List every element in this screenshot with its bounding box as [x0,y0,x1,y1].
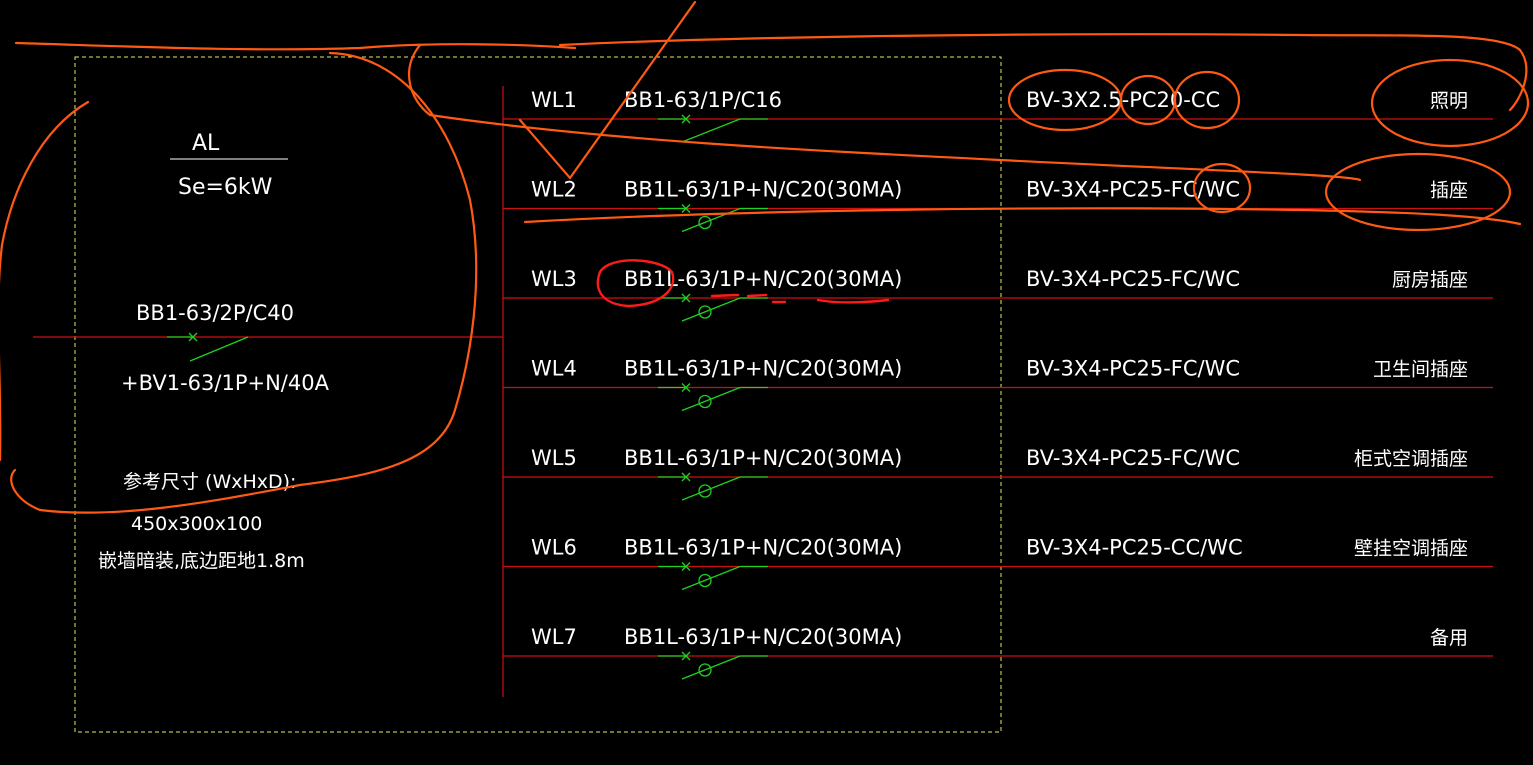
circuit-load-label: 备用 [1430,627,1468,649]
rcd-circle [698,663,712,677]
circuit-cable-label: BV-3X4-PC25-CC/WC [1026,536,1243,560]
markup-circle-cable-4 [1192,162,1252,214]
circuit-row-wl5: WL5 BB1L-63/1P+N/C20(30MA) BV-3X4-PC25-FC/… [503,446,1493,501]
circuit-breaker-label: BB1L-63/1P+N/C20(30MA) [624,178,902,202]
circuit-load-label: 柜式空调插座 [1354,448,1468,470]
main-breaker-label: BB1-63/2P/C40 [136,301,294,325]
rcd-circle [698,573,712,588]
panel-mount-note: 嵌墙暗装,底边距地1.8m [98,550,305,572]
markup-red-dash-4 [816,298,890,304]
circuit-id: WL2 [531,178,577,202]
circuit-row-wl6: WL6 BB1L-63/1P+N/C20(30MA) BV-3X4-PC25-CC/… [503,536,1493,591]
markup-panel-loop [10,51,478,514]
markup-red-dash-2 [746,293,768,298]
circuit-cable-label: BV-3X4-PC25-FC/WC [1026,178,1240,202]
breaker-cross-b [681,293,691,303]
markup-top-stroke [14,41,577,51]
markup-bottom-band [523,207,1522,226]
circuit-cable-label: BV-3X4-PC25-FC/WC [1026,357,1240,381]
circuit-breaker-label: BB1L-63/1P+N/C20(30MA) [624,625,902,649]
circuit-id: WL1 [531,88,577,112]
circuit-id: WL7 [531,625,577,649]
markup-red-circle [596,259,675,308]
circuit-row-wl4: WL4 BB1L-63/1P+N/C20(30MA) BV-3X4-PC25-FC/… [503,357,1493,412]
circuit-load-label: 卫生间插座 [1373,359,1468,381]
circuit-id: WL3 [531,267,577,291]
breaker-cross-b [681,114,691,124]
panel-name: AL [192,131,220,156]
circuit-id: WL4 [531,357,577,381]
panel-size-value: 450x300x100 [131,513,262,535]
circuit-cable-label: BV-3X4-PC25-FC/WC [1026,267,1240,291]
panel-size-label: 参考尺寸 (WxHxD): [123,471,296,493]
circuit-id: WL6 [531,536,577,560]
markup-circle-load-2 [1324,152,1512,232]
panel-power: Se=6kW [178,175,273,200]
circuit-row-wl2: WL2 BB1L-63/1P+N/C20(30MA) BV-3X4-PC25-FC/… [503,178,1493,233]
markup-red-dash-1 [710,293,740,298]
circuit-load-label: 壁挂空调插座 [1354,538,1468,560]
breaker-cross-b [681,651,691,661]
circuit-load-label: 照明 [1430,90,1468,112]
circuit-breaker-label: BB1L-63/1P+N/C20(30MA) [624,446,902,470]
circuit-breaker-label: BB1L-63/1P+N/C20(30MA) [624,536,902,560]
rcd-circle [698,484,712,498]
circuit-row-wl3: WL3 BB1L-63/1P+N/C20(30MA) BV-3X4-PC25-FC/… [503,267,1493,322]
circuit-breaker-label: BB1L-63/1P+N/C20(30MA) [624,357,902,381]
circuit-breaker-label: BB1L-63/1P+N/C20(30MA) [624,267,902,291]
circuit-id: WL5 [531,446,577,470]
circuit-load-label: 厨房插座 [1392,269,1468,291]
breaker-cross-b [681,562,691,571]
breaker-cross-b [681,383,691,392]
markup-diagonal-stroke [518,0,697,180]
breaker-blade [681,118,741,143]
markup-band-outline [408,33,1528,182]
markup-red-annotations [596,259,890,308]
rcd-circle [698,394,712,409]
panel-frame [74,56,1002,733]
main-rcd-label: +BV1-63/1P+N/40A [121,371,330,395]
breaker-cross-b [681,204,691,213]
rcd-circle [698,215,712,230]
markup-circle-load-1 [1370,58,1530,148]
breaker-cross-b [681,472,691,482]
circuit-row-wl7: WL7 BB1L-63/1P+N/C20(30MA) 备用 [503,625,1493,680]
circuit-cable-label: BV-3X4-PC25-FC/WC [1026,446,1240,470]
circuit-load-label: 插座 [1430,180,1468,202]
rcd-circle [698,305,712,319]
markup-left-loop [0,100,90,462]
circuit-breaker-label: BB1-63/1P/C16 [624,88,782,112]
markup-annotations [0,0,1530,514]
markup-circle-cable-3 [1173,70,1241,130]
main-breaker-symbol [167,332,249,362]
